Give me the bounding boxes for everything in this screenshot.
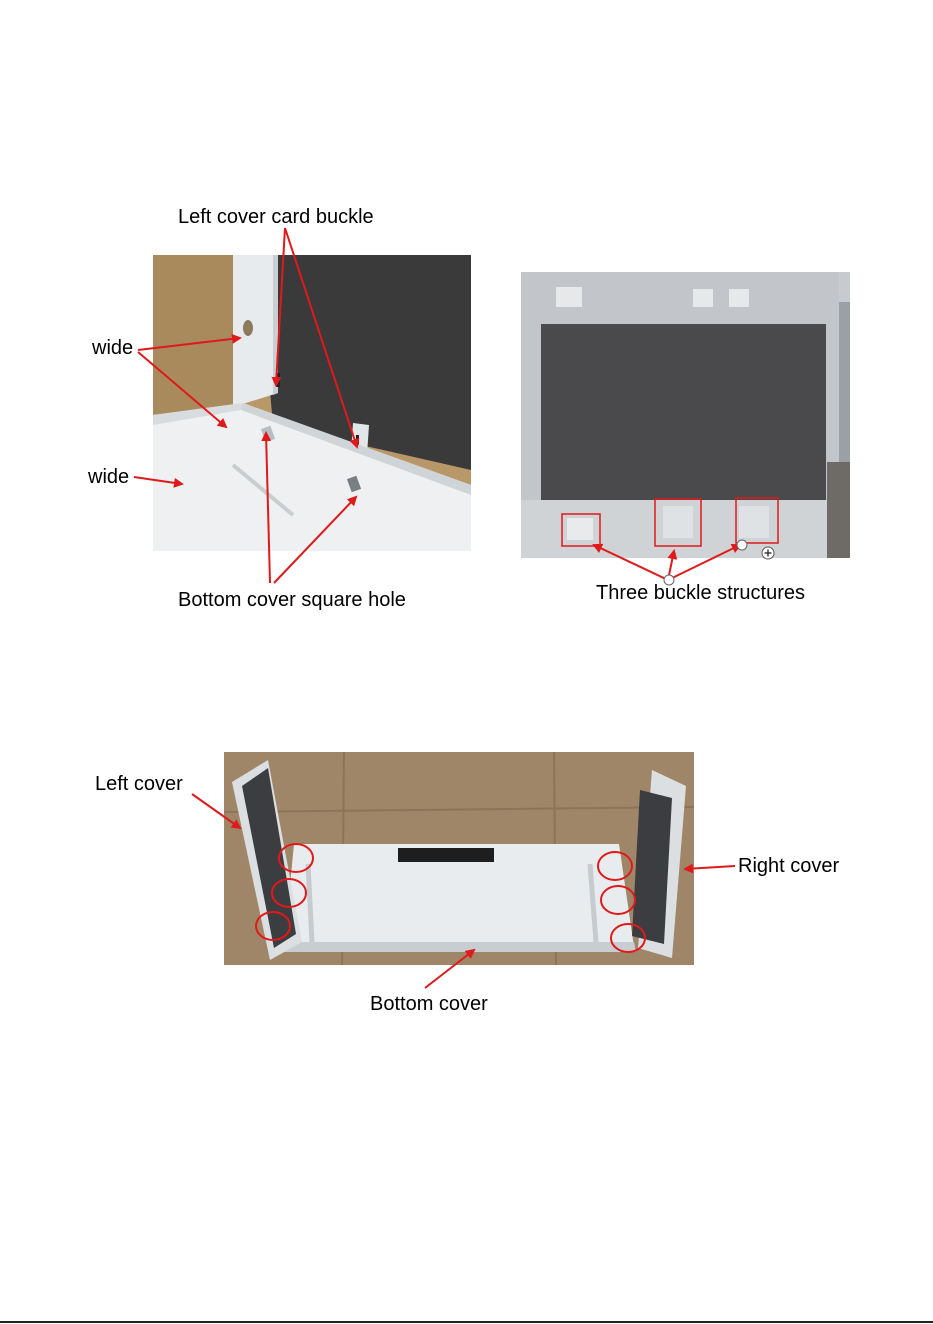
label-bottom-cover-square-hole: Bottom cover square hole [178,590,406,610]
label-bottom-cover: Bottom cover [370,994,488,1014]
label-three-buckle-structures: Three buckle structures [596,583,805,603]
label-right-cover: Right cover [738,856,839,876]
label-left-cover: Left cover [95,774,183,794]
page-bottom-rule [0,1321,933,1323]
photo-left-cover-buckle [153,255,471,551]
photo-assembled-covers [224,752,694,965]
photo-three-buckles [521,272,850,558]
label-wide-upper: wide [92,338,133,358]
label-wide-lower: wide [88,467,129,487]
label-left-cover-card-buckle: Left cover card buckle [178,207,374,227]
